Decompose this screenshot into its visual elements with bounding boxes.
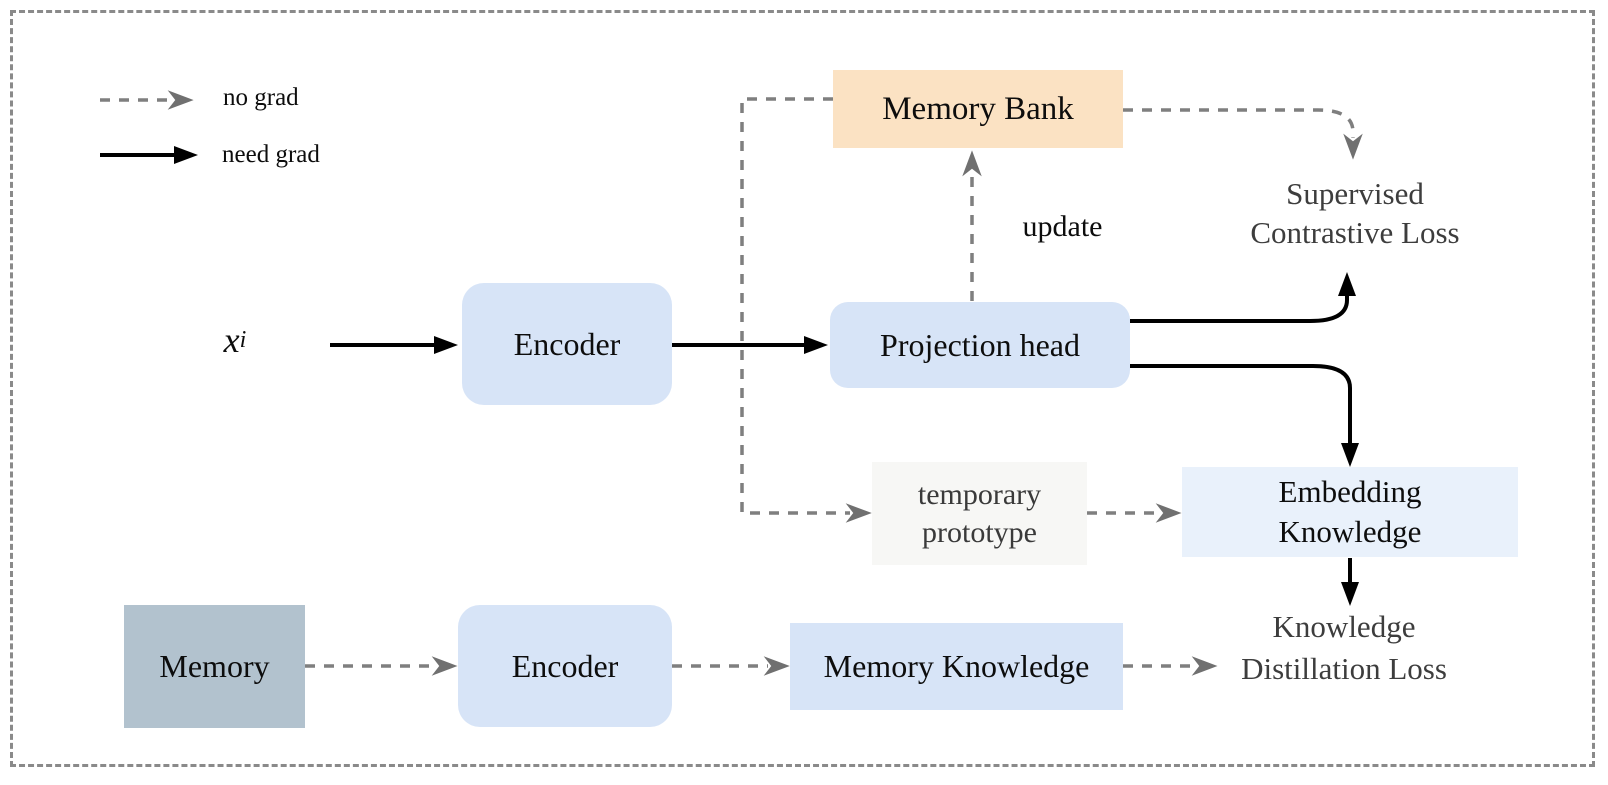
memory-label: Memory <box>159 648 270 684</box>
supervised-contrastive-loss-label: Supervised Contrastive Loss <box>1250 176 1460 250</box>
encoder-top-box: Encoder <box>462 283 672 405</box>
projection-head-box: Projection head <box>830 302 1130 388</box>
memory-knowledge-box: Memory Knowledge <box>790 623 1123 710</box>
memory-box: Memory <box>124 605 305 728</box>
legend-need-grad-label: need grad <box>222 141 320 168</box>
projection-head-label: Projection head <box>880 326 1080 363</box>
encoder-bottom-label: Encoder <box>511 647 619 684</box>
encoder-bottom-box: Encoder <box>458 605 672 727</box>
embedding-knowledge-box: Embedding Knowledge <box>1182 467 1518 557</box>
xi-base: x <box>223 320 240 360</box>
knowledge-distillation-loss-label: Knowledge Distillation Loss <box>1241 609 1447 686</box>
diagram-frame-border <box>10 10 1595 767</box>
memory-knowledge-label: Memory Knowledge <box>823 648 1090 684</box>
update-annotation: update <box>1022 210 1103 243</box>
encoder-top-label: Encoder <box>513 325 621 362</box>
temporary-prototype-box: temporary prototype <box>872 462 1087 565</box>
memory-bank-label: Memory Bank <box>882 90 1074 127</box>
legend-no-grad-label: no grad <box>223 84 299 111</box>
memory-bank-box: Memory Bank <box>833 70 1123 148</box>
